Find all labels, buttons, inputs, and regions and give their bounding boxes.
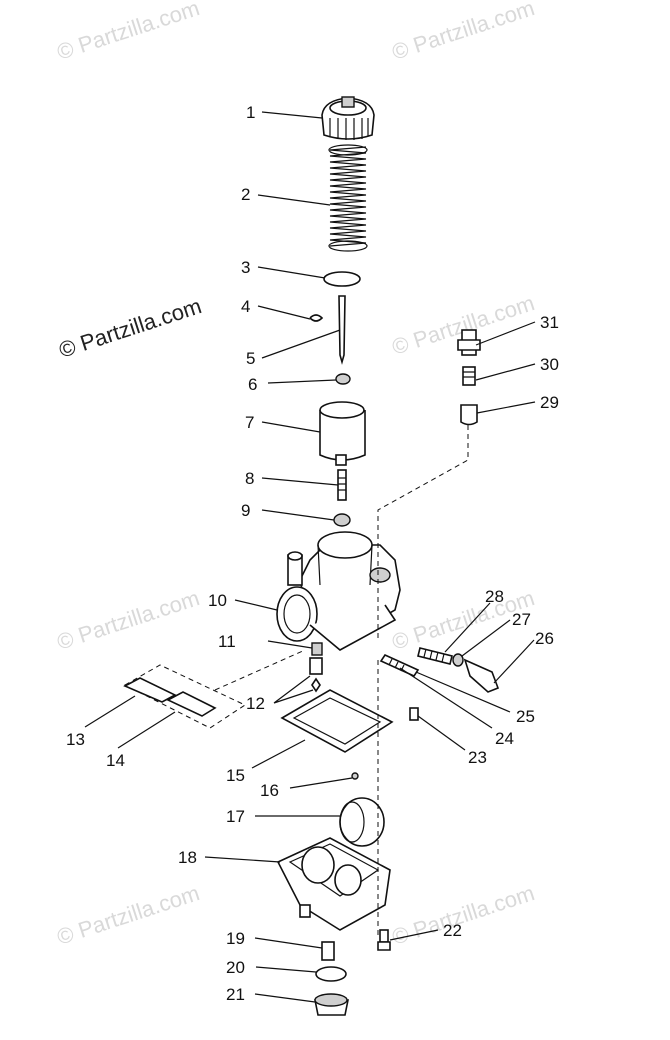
callout-8: 8 — [245, 469, 254, 488]
callout-18: 18 — [178, 848, 197, 867]
watermark: © Partzilla.com — [54, 585, 203, 655]
watermark: © Partzilla.com — [54, 0, 203, 65]
callout-4: 4 — [241, 297, 250, 316]
part-washer — [335, 373, 351, 385]
dashed-guide — [377, 425, 469, 935]
part-spring — [328, 144, 368, 252]
callout-3: 3 — [241, 258, 250, 277]
callout-2: 2 — [241, 185, 250, 204]
callout-25: 25 — [516, 707, 535, 726]
watermark: © Partzilla.com — [389, 0, 538, 65]
callout-21: 21 — [226, 985, 245, 1004]
watermark-main: © Partzilla.com — [56, 293, 205, 363]
callout-31: 31 — [540, 313, 559, 332]
part-nut — [333, 513, 351, 527]
watermark: © Partzilla.com — [54, 880, 203, 950]
part-main-jet — [311, 642, 323, 656]
callout-13: 13 — [66, 730, 85, 749]
callout-27: 27 — [512, 610, 531, 629]
callout-29: 29 — [540, 393, 559, 412]
callout-11: 11 — [218, 632, 236, 651]
callout-12: 12 — [246, 694, 265, 713]
callout-labels: 1 2 3 4 5 6 7 8 9 10 11 12 13 14 15 16 1… — [66, 103, 559, 1004]
part-clip — [309, 314, 324, 322]
spring-bottom — [328, 240, 368, 252]
callout-24: 24 — [495, 729, 514, 748]
callout-15: 15 — [226, 766, 245, 785]
part-drain-plug — [314, 993, 349, 1016]
callout-26: 26 — [535, 629, 554, 648]
spring-top — [328, 144, 368, 156]
callout-23: 23 — [468, 748, 487, 767]
callout-5: 5 — [246, 349, 255, 368]
spring-coil — [329, 149, 367, 247]
part-float-pin — [351, 772, 359, 780]
part-fitting — [457, 329, 481, 426]
watermarks: © Partzilla.com © Partzilla.com © Partzi… — [54, 0, 538, 950]
callout-17: 17 — [226, 807, 245, 826]
callout-7: 7 — [245, 413, 254, 432]
callout-10: 10 — [208, 591, 227, 610]
callout-1: 1 — [246, 103, 255, 122]
part-o-ring — [315, 966, 347, 982]
part-idle-screw — [379, 653, 420, 678]
callout-14: 14 — [106, 751, 125, 770]
callout-9: 9 — [241, 501, 250, 520]
part-gasket — [323, 271, 361, 287]
callout-20: 20 — [226, 958, 245, 977]
part-float-gasket — [280, 689, 394, 753]
part-bowl-screw — [377, 929, 391, 951]
part-throttle-slide — [319, 401, 366, 466]
callout-30: 30 — [540, 355, 559, 374]
part-choke-plate — [123, 649, 306, 729]
part-float-bowl — [276, 837, 391, 931]
part-carburetor-body — [276, 531, 401, 651]
part-pilot-screw — [337, 469, 347, 501]
leader-lines — [84, 111, 536, 1003]
part-float — [339, 797, 385, 847]
part-mixture-screw — [417, 647, 500, 693]
part-screw — [409, 707, 419, 721]
part-pilot-jets — [309, 657, 323, 693]
callout-16: 16 — [260, 781, 279, 800]
watermark: © Partzilla.com — [389, 880, 538, 950]
callout-22: 22 — [443, 921, 462, 940]
callout-28: 28 — [485, 587, 504, 606]
part-needle — [338, 295, 346, 365]
callout-19: 19 — [226, 929, 245, 948]
callout-6: 6 — [248, 375, 257, 394]
part-drain-screw — [321, 941, 335, 961]
part-cap — [321, 96, 375, 140]
